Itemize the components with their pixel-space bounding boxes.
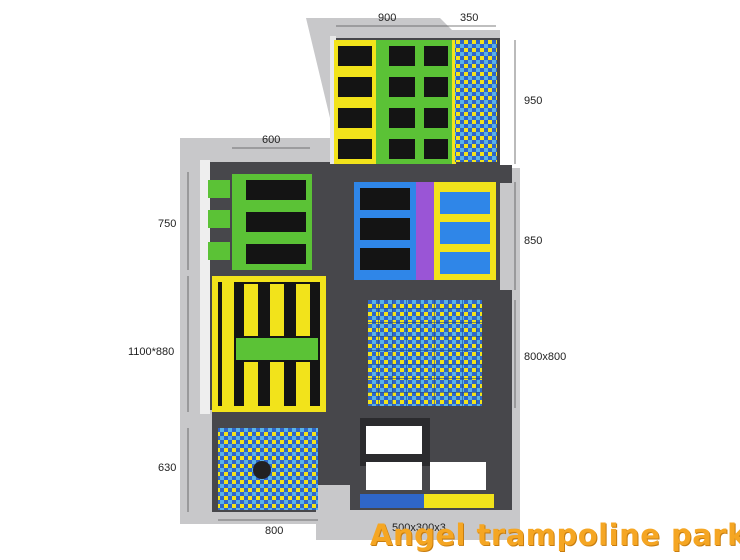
dim-top-pit: 350 [460, 12, 479, 24]
dim-left-bottom: 630 [158, 462, 177, 474]
dunk-court [208, 174, 312, 270]
dim-top-width: 900 [378, 12, 397, 24]
brand-title: Angel trampoline park [370, 518, 740, 552]
blue-yellow-court [354, 182, 496, 280]
dim-right-top: 950 [524, 95, 543, 107]
dodgeball-court [212, 276, 326, 412]
tumble-lanes [360, 418, 494, 508]
dim-left-mid-width: 600 [262, 134, 281, 146]
top-foam-pit [455, 40, 497, 162]
dim-left-lower: 1100*880 [128, 346, 175, 358]
dim-bottom-left: 800 [265, 525, 284, 537]
top-trampoline-court [334, 40, 456, 164]
dim-left-mid-height: 750 [158, 218, 177, 230]
dim-right-mid: 850 [524, 235, 543, 247]
dim-bottom-lanes: 500x300x3 [392, 522, 446, 534]
dimension-lines [187, 25, 516, 521]
bottom-foam-pit [218, 428, 318, 510]
dim-right-lower: 800x800 [524, 351, 567, 363]
ninja-foam-area [368, 300, 482, 406]
